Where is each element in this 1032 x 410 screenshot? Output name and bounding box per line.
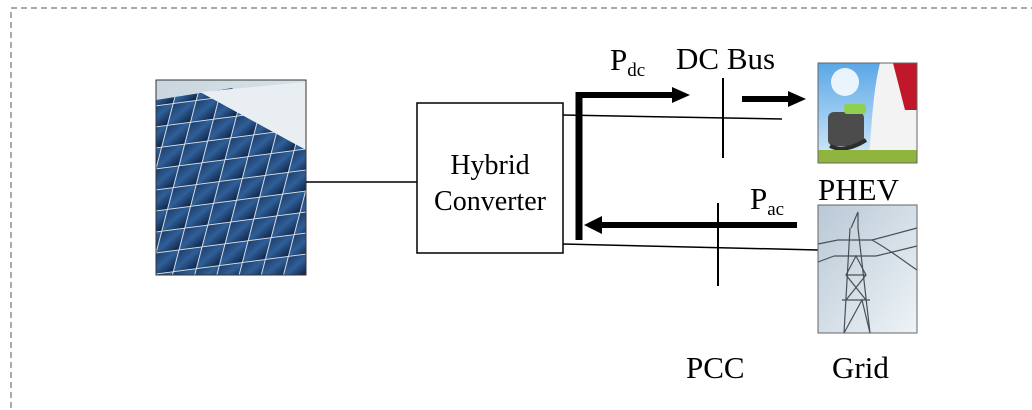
grid-image [818,205,917,333]
dc-wire [563,115,782,119]
converter-label-line2: Converter [417,184,563,220]
p-dc-label: Pdc [610,44,645,80]
pac-arrowhead [584,216,602,234]
pcc-label: PCC [686,352,745,383]
ac-wire [563,244,818,250]
p-ac-label: Pac [750,183,784,219]
dc-bus-label: DC Bus [676,43,775,74]
phev-arrowhead [788,91,806,107]
pdc-arrowhead [672,87,690,103]
phev-image [818,63,917,163]
grid-label: Grid [832,352,889,383]
phev-label: PHEV [818,174,899,205]
converter-label-line1: Hybrid [417,148,563,184]
solar-panel-image [156,80,306,275]
converter-label: Hybrid Converter [417,148,563,220]
